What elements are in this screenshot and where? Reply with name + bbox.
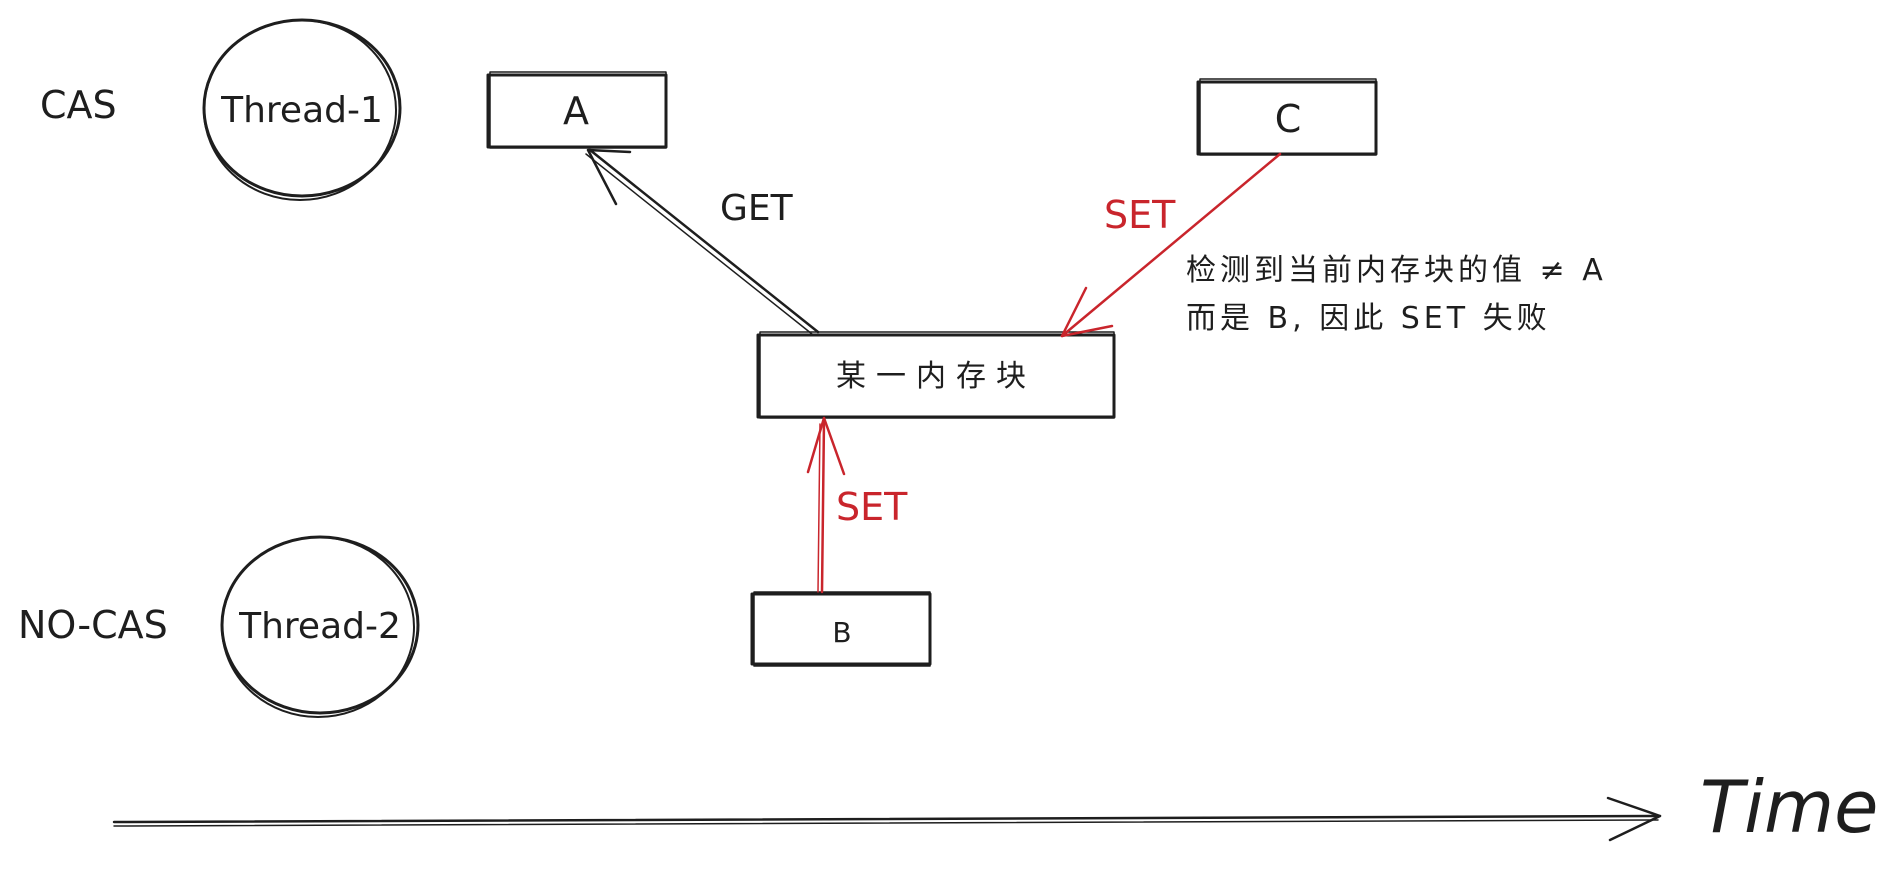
note-line-1: 检测到当前内存块的值 ≠ A (1186, 253, 1607, 288)
memory-block-label: 某一内存块 (836, 359, 1036, 394)
box-c: C (1196, 78, 1378, 156)
timeline-arrow: Time (112, 765, 1878, 849)
box-c-label: C (1275, 97, 1302, 141)
set-arrow-from-c: SET (1060, 152, 1282, 338)
box-b: B (750, 591, 932, 667)
note-line-2: 而是 B, 因此 SET 失败 (1186, 301, 1551, 336)
box-a-label: A (563, 89, 589, 133)
thread-2-label: Thread-2 (238, 606, 401, 647)
memory-block-box: 某一内存块 (756, 331, 1116, 419)
set-label-c: SET (1104, 193, 1176, 237)
time-label: Time (1700, 765, 1878, 849)
cas-row-label: CAS (40, 83, 117, 127)
get-label: GET (720, 188, 794, 229)
box-b-label: B (832, 616, 851, 649)
set-arrow-from-b: SET (806, 416, 908, 594)
get-arrow: GET (585, 148, 820, 335)
thread-2-node: Thread-2 (220, 535, 420, 718)
nocas-row-label: NO-CAS (18, 603, 168, 647)
thread-1-label: Thread-1 (220, 90, 383, 131)
failure-note: 检测到当前内存块的值 ≠ A 而是 B, 因此 SET 失败 (1186, 253, 1607, 336)
set-label-b: SET (836, 485, 908, 529)
thread-1-node: Thread-1 (202, 18, 402, 201)
box-a: A (486, 71, 668, 149)
